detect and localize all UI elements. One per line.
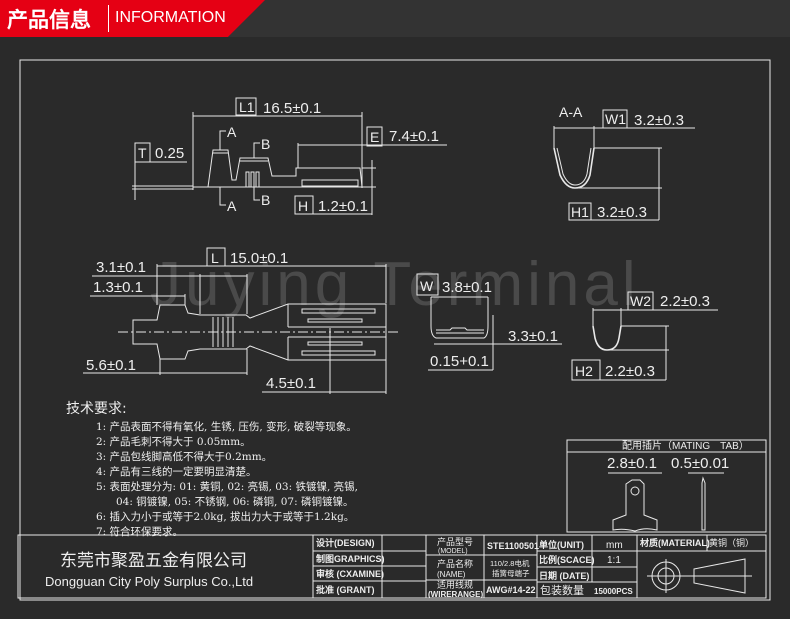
- grant-label: 批准 (GRANT): [316, 584, 375, 595]
- w-value: 3.8±0.1: [442, 279, 492, 296]
- header-title-cn: 产品信息: [7, 8, 91, 32]
- section-a-mark-bottom: A: [227, 198, 237, 214]
- header-red-band: [0, 0, 265, 37]
- l-label: L: [211, 250, 219, 266]
- wire-value: AWG#14-22: [486, 585, 536, 595]
- mating-tab-shape: [612, 479, 658, 532]
- model-label-cn: 产品型号: [437, 536, 473, 547]
- company-name-en: Dongguan City Poly Surplus Co.,Ltd: [45, 574, 253, 589]
- t-value: 0.25: [155, 145, 184, 162]
- mating-tab-title: 配用插片（MATING TAB）: [622, 439, 749, 452]
- h-label: H: [298, 198, 308, 214]
- pack-label: 包装数量: [540, 584, 584, 597]
- l1-label: L1: [239, 99, 255, 115]
- e-value: 7.4±0.1: [389, 128, 439, 145]
- mating-tab-width: 2.8±0.1: [607, 455, 657, 472]
- e-label: E: [370, 129, 379, 145]
- requirement-item: 5: 表面处理分为: 01: 黄铜, 02: 亮锡, 03: 铁镀镍, 亮锡,: [96, 481, 359, 493]
- model-value: STE1100501: [487, 541, 539, 551]
- l1-value: 16.5±0.1: [263, 100, 321, 117]
- graphics-label: 制图GRAPHICS): [316, 553, 385, 564]
- projection-symbol-icon: [647, 558, 752, 594]
- requirements-title: 技术要求:: [66, 401, 127, 417]
- company-name-cn: 东莞市聚盈五金有限公司: [60, 551, 247, 571]
- title-block: 东莞市聚盈五金有限公司 Dongguan City Poly Surplus C…: [17, 534, 767, 599]
- w2-u-profile: [592, 325, 622, 351]
- drawing-frame: [19, 59, 771, 601]
- requirement-item: 6: 插入力小于或等于2.0kg, 拔出力大于或等于1.2kg。: [96, 511, 355, 523]
- dim-1-3: 1.3±0.1: [93, 279, 143, 296]
- header-divider: [108, 5, 109, 32]
- section-aa-title: A-A: [559, 104, 583, 120]
- dim-0-15: 0.15+0.1: [430, 353, 489, 370]
- w2-label: W2: [630, 293, 651, 309]
- mating-tab-panel: 配用插片（MATING TAB） 2.8±0.1 0.5±0.01: [566, 439, 767, 533]
- dim-3-3: 3.3±0.1: [508, 328, 558, 345]
- h-value: 1.2±0.1: [318, 198, 368, 215]
- front-profile: [430, 325, 489, 339]
- design-label: 设计(DESIGN): [316, 537, 375, 548]
- l1-label-box: [235, 97, 257, 116]
- section-b-mark: B: [261, 136, 270, 152]
- h1-label: H1: [571, 204, 589, 220]
- dim-4-5: 4.5±0.1: [266, 375, 316, 392]
- t-label: T: [138, 145, 147, 161]
- header-bar: 产品信息 INFORMATION: [0, 0, 790, 37]
- requirement-item: 2: 产品毛刺不得大于 0.05mm。: [96, 436, 251, 448]
- w2-value: 2.2±0.3: [660, 293, 710, 310]
- mating-tab-thickness: 0.5±0.01: [671, 455, 729, 472]
- technical-requirements: 技术要求: 1: 产品表面不得有氧化, 生锈, 压伤, 变形, 破裂等现象。 2…: [66, 398, 358, 540]
- pack-value: 15000PCS: [594, 587, 633, 596]
- name-label-en: (NAME): [437, 570, 466, 579]
- model-label-en: (MODEL): [438, 548, 468, 555]
- section-w2: W2 2.2±0.3 H2 2.2±0.3: [571, 291, 718, 381]
- requirement-item: 4: 产品有三线的一定要明显清楚。: [96, 466, 257, 478]
- h2-label: H2: [575, 363, 593, 379]
- requirement-item: 7: 符合环保要求。: [96, 526, 184, 538]
- h2-value: 2.2±0.3: [605, 363, 655, 380]
- wire-label-cn: 适用线规: [437, 579, 473, 590]
- h1-value: 3.2±0.3: [597, 204, 647, 221]
- scale-value: 1:1: [607, 555, 621, 566]
- requirement-item: 3: 产品包线脚高低不得大于0.2mm。: [96, 451, 273, 463]
- scale-label: 比例(SCACE): [539, 554, 595, 565]
- requirement-item: 04: 铜镀镍, 05: 不锈钢, 06: 磷铜, 07: 磷铜镀镍。: [116, 496, 354, 508]
- w-label: W: [420, 278, 434, 294]
- watermark: Juying Terminal: [150, 250, 640, 319]
- front-view: W 3.8±0.1 3.3±0.1 0.15+0.1: [416, 273, 562, 371]
- w1-value: 3.2±0.3: [634, 112, 684, 129]
- top-view: L1 16.5±0.1 T 0.25 A A B B E 7.4±0.1 H 1…: [132, 97, 447, 215]
- terminal-profile: [193, 149, 363, 188]
- dim-5-6: 5.6±0.1: [86, 357, 136, 374]
- plan-view: L 15.0±0.1 3.1±0.1 1.3±0.1 5.6±0.1 4.5±0…: [83, 247, 398, 394]
- header-title-en: INFORMATION: [115, 9, 226, 26]
- w1-label: W1: [605, 111, 626, 127]
- section-a-mark: A: [227, 124, 237, 140]
- name-label-cn: 产品名称: [437, 558, 473, 569]
- examine-label: 审核 (CXAMINE): [316, 568, 384, 579]
- name-value-2: 插簧母端子: [492, 568, 530, 578]
- e-label-box: [366, 126, 383, 147]
- mating-tab-side: [701, 476, 706, 531]
- section-b-mark-bottom: B: [261, 192, 270, 208]
- w-label-box: [416, 273, 439, 296]
- material-value: 黄铜（铜）: [709, 537, 754, 548]
- requirement-item: 1: 产品表面不得有氧化, 生锈, 压伤, 变形, 破裂等现象。: [96, 421, 357, 433]
- name-value-1: 110/2.8电机: [490, 558, 530, 568]
- l-value: 15.0±0.1: [230, 250, 288, 267]
- section-aa: A-A W1 3.2±0.3 H1 3.2±0.3: [553, 104, 695, 221]
- material-label: 材质(MATERIAL): [639, 537, 710, 548]
- unit-value: mm: [606, 540, 623, 551]
- wire-label-en: (WIRERANGE): [428, 590, 483, 599]
- dim-3-1: 3.1±0.1: [96, 259, 146, 276]
- unit-label: 单位(UNIT): [539, 539, 584, 550]
- date-label: 日期 (DATE): [539, 570, 589, 581]
